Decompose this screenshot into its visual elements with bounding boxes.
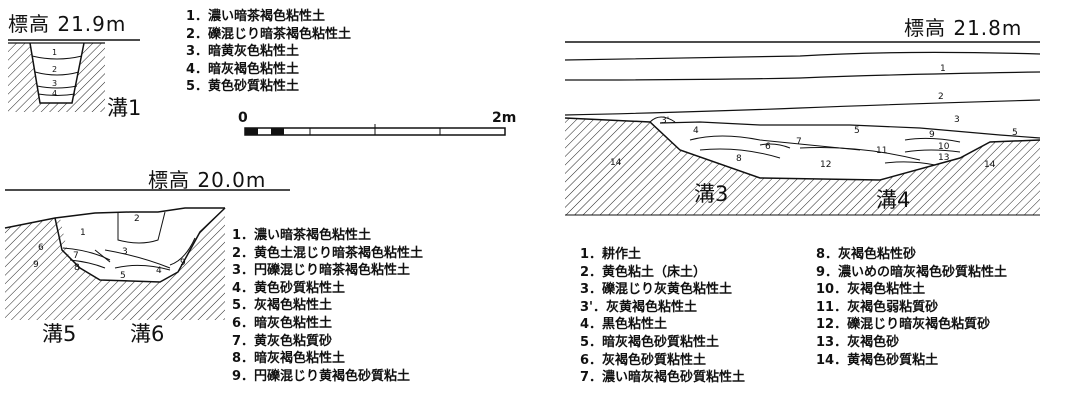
layer-number-c-1: 1 — [940, 64, 946, 74]
legend-a-item-5: 5．黄色砂質粘性土 — [186, 79, 300, 95]
layer-number-b-9a: 9 — [33, 260, 39, 270]
layer-number-c-3: 3 — [954, 115, 960, 125]
layer-number-c-4: 4 — [693, 126, 699, 136]
legend-a-item-2: 2．礫混じり暗茶褐色粘性土 — [186, 26, 352, 42]
legend-c-item-14: 14．黄褐色砂質粘土 — [816, 352, 939, 368]
legend-b-item-6: 6．暗灰色粘性土 — [232, 315, 333, 331]
layer-number-b-5: 5 — [120, 271, 126, 281]
section-a-elevation: 標高 21.9m — [8, 12, 127, 36]
layer-number-b-1: 1 — [80, 228, 86, 238]
legend-b-item-4: 4．黄色砂質粘性土 — [232, 280, 346, 296]
layer-number-c-11: 11 — [876, 146, 888, 156]
legend-b-item-3: 3．円礫混じり暗茶褐色粘性土 — [232, 263, 411, 279]
trench-4-label: 溝4 — [876, 188, 911, 212]
layer-number-c-14a: 14 — [610, 158, 622, 168]
legend-b-item-7: 7．黄灰色粘質砂 — [232, 333, 333, 349]
legend-c-item-7: 7．濃い暗灰褐色砂質粘性土 — [580, 370, 746, 386]
layer-number-c-2: 2 — [938, 92, 944, 102]
layer-number-b-4: 4 — [156, 266, 162, 276]
legend-c-item-10: 10．灰褐色粘性土 — [816, 282, 926, 298]
legend-a-item-1: 1．濃い暗茶褐色粘性土 — [186, 9, 326, 24]
legend-c-item-8: 8．灰褐色粘性砂 — [816, 247, 917, 262]
scale-start-label: 0 — [238, 110, 248, 126]
legend-a-item-4: 4．暗灰褐色粘性土 — [186, 61, 300, 77]
section-c-legend-right: 8．灰褐色粘性砂 9．濃いめの暗灰褐色砂質粘性土 10．灰褐色粘性土 11．灰褐… — [816, 246, 1007, 369]
legend-b-item-2: 2．黄色土混じり暗茶褐色粘性土 — [232, 245, 424, 261]
legend-c-item-4: 4．黒色粘性土 — [580, 317, 668, 333]
legend-c-item-3prime: 3'．灰黄褐色粘性土 — [580, 299, 698, 315]
legend-b-item-1: 1．濃い暗茶褐色粘性土 — [232, 228, 372, 243]
section-c-legend-left: 1．耕作土 2．黄色粘土（床土） 3．礫混じり灰黄色粘性土 3'．灰黄褐色粘性土… — [580, 246, 745, 387]
legend-a-item-3: 3．暗黄灰色粘性土 — [186, 44, 300, 60]
layer-number-b-3: 3 — [122, 247, 128, 257]
section-c-elevation: 標高 21.8m — [904, 16, 1023, 40]
scale-end-label: 2m — [492, 110, 517, 126]
legend-c-item-13: 13．灰褐色砂 — [816, 334, 900, 350]
section-c-profile — [564, 41, 1041, 215]
layer-number-c-6: 6 — [765, 142, 771, 152]
layer-number-a-1: 1 — [52, 48, 58, 57]
legend-c-item-12: 12．礫混じり暗灰褐色粘質砂 — [816, 317, 991, 333]
layer-number-b-2: 2 — [134, 214, 140, 224]
legend-b-item-8: 8．暗灰褐色粘性土 — [232, 351, 346, 367]
layer-number-a-4: 4 — [52, 89, 58, 98]
legend-c-item-11: 11．灰褐色弱粘質砂 — [816, 299, 939, 315]
layer-number-c-14b: 14 — [984, 160, 996, 170]
section-a-legend: 1．濃い暗茶褐色粘性土 2．礫混じり暗茶褐色粘性土 3．暗黄灰色粘性土 4．暗灰… — [186, 8, 351, 96]
legend-c-item-9: 9．濃いめの暗灰褐色砂質粘性土 — [816, 264, 1008, 280]
layer-number-c-10: 10 — [938, 142, 950, 152]
layer-number-c-13: 13 — [938, 153, 950, 163]
trench-6-label: 溝6 — [130, 322, 165, 346]
layer-number-c-5a: 5 — [854, 126, 860, 136]
layer-number-a-2: 2 — [52, 65, 58, 74]
section-a-profile — [8, 39, 140, 112]
layer-number-b-6: 6 — [38, 243, 44, 253]
trench-1-label: 溝1 — [107, 96, 142, 120]
layer-number-c-12: 12 — [820, 160, 832, 170]
legend-c-item-6: 6．灰褐色砂質粘性土 — [580, 352, 707, 368]
layer-number-c-3prime: 3' — [661, 116, 670, 126]
layer-number-b-7: 7 — [73, 251, 79, 261]
layer-number-c-9: 9 — [929, 130, 935, 140]
legend-b-item-5: 5．灰褐色粘性土 — [232, 298, 333, 314]
layer-number-c-8: 8 — [736, 154, 742, 164]
legend-c-item-1: 1．耕作土 — [580, 247, 642, 262]
scale-bar — [244, 124, 506, 136]
section-b-elevation: 標高 20.0m — [148, 168, 267, 192]
trench-5-label: 溝5 — [42, 322, 77, 346]
layer-number-a-3: 3 — [52, 79, 58, 88]
legend-c-item-3: 3．礫混じり灰黄色粘性土 — [580, 282, 733, 298]
legend-b-item-9: 9．円礫混じり黄褐色砂質粘土 — [232, 368, 411, 384]
legend-c-item-2: 2．黄色粘土（床土） — [580, 264, 707, 280]
layer-number-c-7: 7 — [796, 137, 802, 147]
layer-number-c-5b: 5 — [1012, 128, 1018, 138]
layer-number-b-9b: 9 — [180, 258, 186, 268]
section-b-profile — [4, 189, 290, 320]
legend-c-item-5: 5．暗灰褐色砂質粘性土 — [580, 334, 720, 350]
layer-number-b-8: 8 — [74, 263, 80, 273]
section-b-legend: 1．濃い暗茶褐色粘性土 2．黄色土混じり暗茶褐色粘性土 3．円礫混じり暗茶褐色粘… — [232, 227, 423, 385]
trench-3-label: 溝3 — [694, 182, 729, 206]
